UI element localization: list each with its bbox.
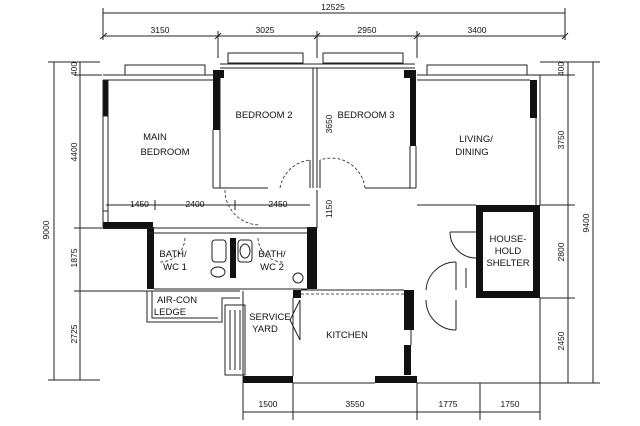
dim-left-2: 4400: [69, 142, 79, 161]
dim-interior-2: 2400: [186, 199, 205, 209]
room-bedroom-3: BEDROOM 3: [337, 110, 394, 121]
dim-left-4: 2725: [69, 324, 79, 343]
dim-top-total: 12525: [321, 2, 345, 12]
room-shelter-line3: SHELTER: [486, 258, 529, 269]
walls: [103, 70, 540, 383]
room-aircon-line2: LEDGE: [154, 307, 186, 318]
dim-right-total: 9400: [581, 213, 591, 232]
dim-right-1: 400: [556, 62, 566, 76]
dim-bottom-4: 1750: [501, 399, 520, 409]
bath-fixtures: [210, 239, 467, 288]
room-labels: MAIN BEDROOM BEDROOM 2 BEDROOM 3 LIVING/…: [140, 110, 529, 341]
room-aircon-line1: AIR-CON: [157, 295, 197, 306]
dim-bottom-1: 1500: [259, 399, 278, 409]
dim-bottom-3: 1775: [439, 399, 458, 409]
dim-top-1: 3150: [151, 25, 170, 35]
room-bath2-line2: WC 2: [260, 262, 284, 273]
dimension-lines: [48, 8, 600, 420]
dim-right-4: 2450: [556, 331, 566, 350]
room-kitchen: KITCHEN: [326, 330, 368, 341]
room-shelter-line2: HOLD: [495, 246, 522, 257]
dim-interior-3: 2450: [269, 199, 288, 209]
room-living-line1: LIVING/: [459, 134, 493, 145]
room-bedroom-2: BEDROOM 2: [235, 110, 292, 121]
room-bath1-line1: BATH/: [159, 249, 187, 260]
room-service-yard-line2: YARD: [252, 324, 278, 335]
dimension-labels: 12525 3150 3025 2950 3400 9000 400 4400 …: [41, 2, 591, 409]
dim-left-total: 9000: [41, 220, 51, 239]
dim-right-2: 3750: [556, 130, 566, 149]
dim-interior-4: 1150: [324, 200, 334, 219]
wall-outlines: [102, 52, 541, 384]
dim-interior-1: 1450: [130, 199, 149, 209]
dim-right-3: 2800: [556, 242, 566, 261]
door-swings: [159, 157, 477, 341]
room-service-yard-line1: SERVICE: [249, 312, 291, 323]
room-main-bedroom-line1: MAIN: [143, 132, 167, 143]
room-main-bedroom-line2: BEDROOM: [140, 147, 189, 158]
room-bath1-line2: WC 1: [163, 262, 187, 273]
dim-left-1: 400: [69, 62, 79, 76]
dim-bottom-2: 3550: [346, 399, 365, 409]
dim-top-2: 3025: [256, 25, 275, 35]
room-shelter-line1: HOUSE-: [490, 234, 527, 245]
dim-interior-5: 3650: [324, 114, 334, 133]
dim-left-3: 1875: [69, 248, 79, 267]
dim-top-4: 3400: [468, 25, 487, 35]
room-bath2-line1: BATH/: [258, 249, 286, 260]
room-living-line2: DINING: [455, 147, 488, 158]
dim-top-3: 2950: [358, 25, 377, 35]
